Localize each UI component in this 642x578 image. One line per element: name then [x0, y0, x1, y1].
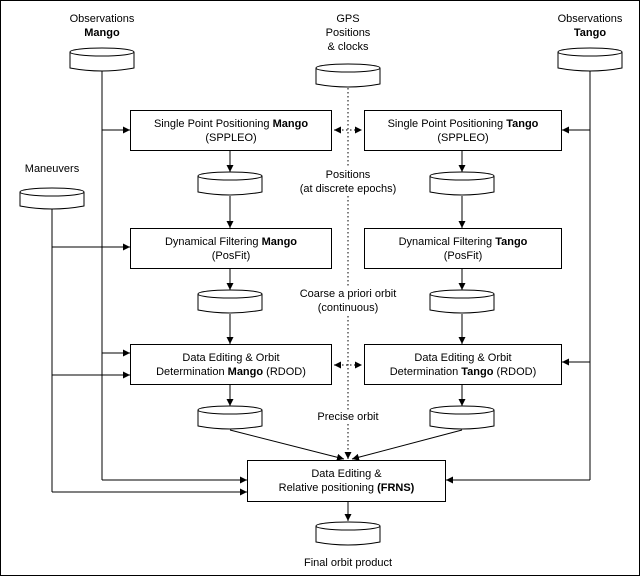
annotation-precise-orbit: Precise orbit [298, 410, 398, 424]
annotation-positions: Positions (at discrete epochs) [283, 168, 413, 196]
box-spp-mango: Single Point Positioning Mango (SPPLEO) [130, 110, 332, 151]
db-final [315, 521, 381, 546]
obs-tango-lines [446, 71, 591, 484]
label-observations-tango: Observations Tango [557, 13, 623, 39]
tango-flow [351, 150, 466, 461]
box-rdod-mango: Data Editing & Orbit Determination Mango… [130, 344, 332, 385]
db-precise-tango [429, 405, 495, 430]
gps-dotted-lines [334, 88, 362, 459]
box-frns: Data Editing & Relative positioning (FRN… [247, 460, 446, 502]
box-rdod-tango: Data Editing & Orbit Determination Tango… [364, 344, 562, 385]
label-gps: GPS Positions & clocks [325, 13, 371, 53]
db-maneuvers [19, 187, 85, 210]
obs-mango-lines [101, 71, 247, 484]
mango-flow [226, 150, 345, 461]
db-precise-mango [197, 405, 263, 430]
db-coarse-tango [429, 289, 495, 314]
maneuvers-lines [51, 209, 247, 496]
label-observations-mango: Observations Mango [69, 13, 135, 39]
annotation-final-orbit-product: Final orbit product [303, 557, 393, 569]
db-coarse-mango [197, 289, 263, 314]
db-observations-mango [69, 47, 135, 72]
db-positions-tango [429, 171, 495, 196]
db-observations-tango [557, 47, 623, 72]
box-spp-tango: Single Point Positioning Tango (SPPLEO) [364, 110, 562, 151]
annotation-coarse-orbit: Coarse a priori orbit (continuous) [278, 287, 418, 315]
label-maneuvers: Maneuvers [24, 163, 80, 175]
db-gps [315, 63, 381, 88]
db-positions-mango [197, 171, 263, 196]
box-dyn-mango: Dynamical Filtering Mango (PosFit) [130, 228, 332, 269]
box-dyn-tango: Dynamical Filtering Tango (PosFit) [364, 228, 562, 269]
